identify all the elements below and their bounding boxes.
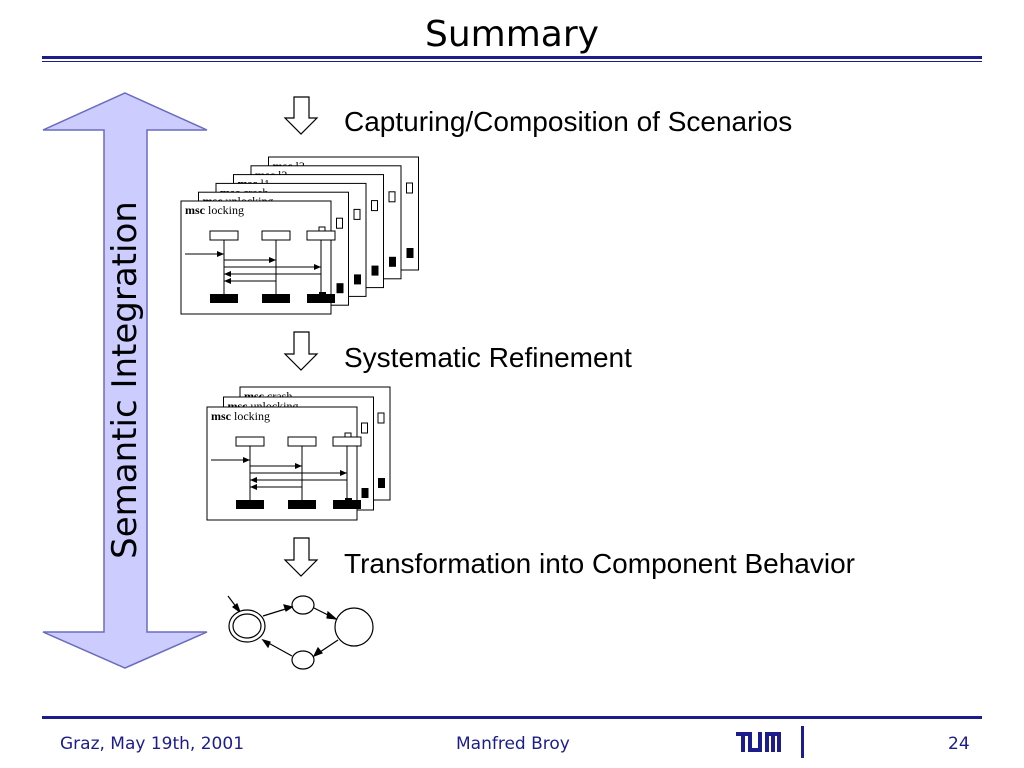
msc-frame: msc locking — [180, 200, 336, 315]
state-machine-diagram — [227, 595, 374, 670]
footer-rule — [42, 716, 982, 719]
slide-title: Summary — [425, 14, 599, 55]
semantic-integration-arrow — [42, 92, 208, 669]
msc-frame: msc locking — [206, 406, 362, 521]
title-rule-thick — [42, 56, 982, 59]
down-arrow-icon — [283, 537, 319, 577]
msc-frame-title: msc locking — [211, 409, 270, 423]
footer-location-date: Graz, May 19th, 2001 — [60, 734, 245, 754]
step-label-transformation: Transformation into Component Behavior — [344, 548, 855, 579]
title-rule-thin — [42, 61, 982, 62]
down-arrow-icon — [283, 331, 319, 371]
tum-logo-icon — [736, 726, 804, 758]
semantic-integration-label: Semantic Integration — [105, 201, 145, 559]
msc-frame-title: msc locking — [185, 203, 244, 217]
state — [291, 650, 315, 670]
state — [334, 607, 374, 647]
page-number: 24 — [948, 734, 970, 754]
state — [291, 595, 315, 615]
step-label-refinement: Systematic Refinement — [344, 342, 632, 373]
step-label-capturing: Capturing/Composition of Scenarios — [344, 106, 793, 137]
footer-author: Manfred Broy — [456, 734, 570, 754]
down-arrow-icon — [283, 96, 319, 135]
